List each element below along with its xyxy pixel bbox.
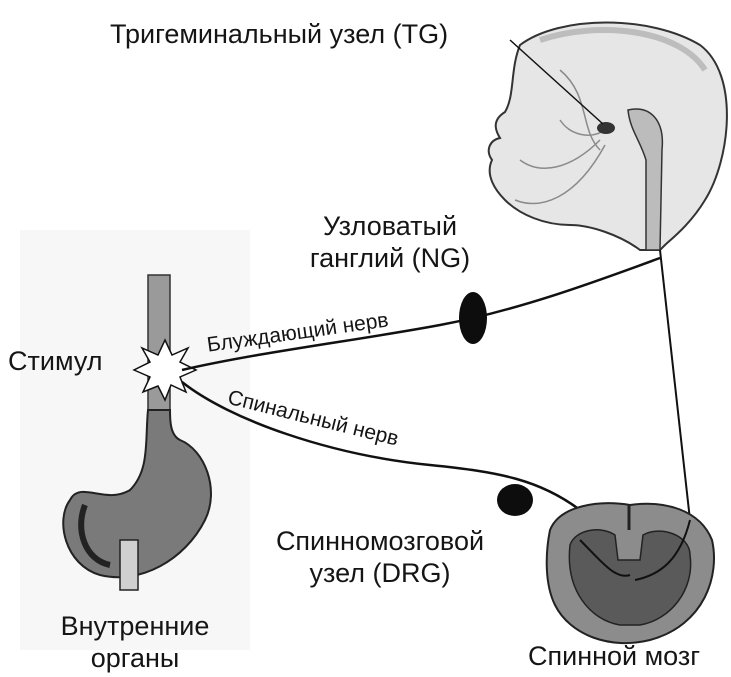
trigeminal-ganglion-marker	[597, 122, 615, 134]
descending-tract-line	[660, 250, 690, 520]
spinal-cord-cross-section	[547, 503, 714, 643]
viscera-label-line2: органы	[30, 642, 240, 674]
drg-label-line1: Спинномозговой	[250, 525, 510, 557]
head-illustration	[489, 23, 727, 251]
drg-label: Спинномозговой узел (DRG)	[250, 525, 510, 589]
stimulus-label: Стимул	[8, 345, 102, 377]
viscera-label: Внутренние органы	[30, 610, 240, 674]
spinal-cord-label: Спинной мозг	[528, 640, 700, 672]
nodose-ganglion-label: Узловатый ганглий (NG)	[300, 210, 480, 274]
viscera-label-line1: Внутренние	[30, 610, 240, 642]
trigeminal-ganglion-label: Тригеминальный узел (TG)	[110, 18, 448, 50]
nodose-label-line1: Узловатый	[300, 210, 480, 242]
drg-label-line2: узел (DRG)	[250, 557, 510, 589]
drg-marker	[497, 484, 533, 516]
nodose-ganglion-marker	[459, 292, 487, 344]
nodose-label-line2: ганглий (NG)	[300, 242, 480, 274]
